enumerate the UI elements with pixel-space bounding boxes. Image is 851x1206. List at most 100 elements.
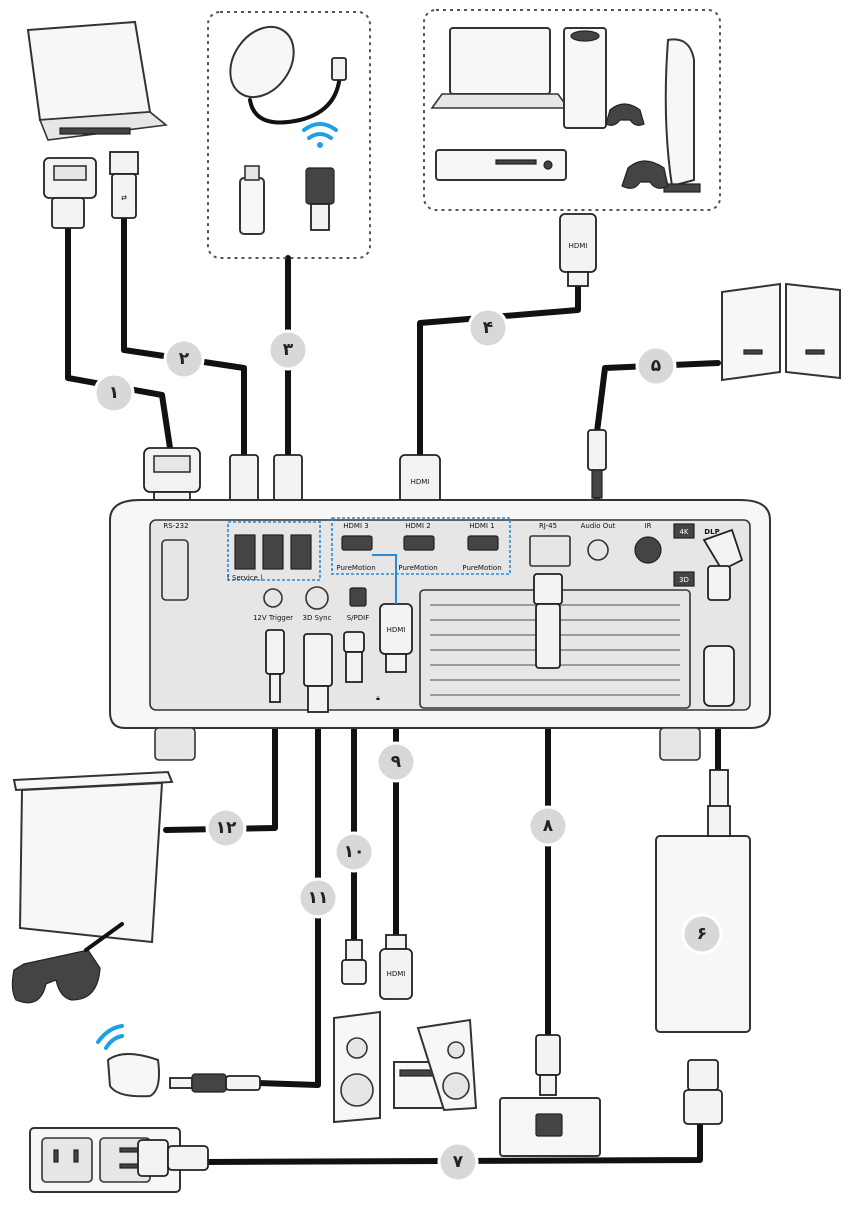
cable-ac-power [202,1122,703,1165]
callout-4-text: ۴ [483,318,493,338]
3d-emitter-icon [106,1053,160,1098]
projector-body [109,499,771,761]
badge-3d-text: 3D [679,576,689,584]
cable-rs232 [65,225,173,451]
badge-4k-text: 4K [679,528,688,536]
rs232-plug-icon [43,157,97,229]
port-label-hdmi3: HDMI 3 [343,522,368,530]
network-wall-outlet-icon [499,1097,601,1157]
usb-port-1 [234,534,256,570]
power-plug-projector-icon [702,528,744,819]
callout-2: ٢ [163,338,205,380]
cable-hdmi-sources [417,281,581,458]
hdmi1-port [467,535,499,551]
speakers-icon [721,282,841,382]
peripherals-box [207,11,371,259]
callout-7-text: ٧ [453,1152,464,1172]
trigger-plug-icon [265,629,285,703]
port-label-trigger: 12V Trigger [253,614,293,622]
laptop-source-icon [430,27,570,109]
hdmi-plug-bottom-mark: HDMI [387,970,406,978]
callout-11-text: ١١ [308,888,329,908]
cable-usb-laptop [121,215,247,458]
port-label-hdmi1: HDMI 1 [469,522,494,530]
rs232-port [161,539,189,601]
game-console-tower-icon [563,27,607,129]
mouse-icon [229,25,347,125]
callout-10: ١٠ [333,831,375,873]
callout-5-text: ۵ [651,356,661,376]
hdmi-plug-mid-mark: HDMI [387,626,406,634]
spdif-plug-icon [343,631,365,683]
callout-4: ۴ [467,307,509,349]
callout-8-text: ٨ [543,816,554,836]
callout-1-text: ١ [109,383,119,403]
callout-1: ١ [93,372,135,414]
hdmi-plug-bottom-icon: HDMI [379,934,413,1000]
callout-12-text: ١٢ [216,818,237,838]
trigger-port [263,588,283,608]
callout-3: ٣ [267,329,309,371]
port-label-hdmi2: HDMI 2 [405,522,430,530]
pure-motion-label-2: PureMotion [398,564,437,572]
audio-system-icon [333,1010,478,1124]
port-label-usb-service: ( Service ) [227,574,263,582]
hdmi-plug-mid-icon: HDMI [372,554,413,673]
usb-port-2 [262,534,284,570]
rj45-plug-bottom-icon [535,1034,561,1096]
spdif-port [349,587,367,607]
sources-box [423,9,721,211]
power-adapter-dc-plug-icon [707,805,731,837]
pure-motion-label-1: PureMotion [462,564,501,572]
playstation-console-icon [663,38,701,193]
projection-screen-icon [12,770,174,944]
usb-port-3 [290,534,312,570]
ac-plug-icon [683,1059,723,1125]
gamepad-2-icon [621,160,669,189]
spdif-plug-bottom-icon [341,939,367,985]
usb-flash-drive-icon [239,165,265,235]
wall-power-plug-icon [119,1139,209,1177]
cable-audio-out [594,360,721,435]
port-label-audio-out: Audio Out [581,522,616,530]
blu-ray-player-icon [435,149,567,181]
port-panel: RS-232 ( Service ) HDMI 3 HDMI 2 HDMI 1 … [161,517,720,702]
svg-text:⇄: ⇄ [121,194,127,202]
callout-7: ٧ [437,1141,479,1183]
badge-4k [673,523,695,539]
callout-8: ٨ [527,805,569,847]
callout-3-text: ٣ [283,340,294,360]
3d-emitter-wifi-icon [96,1024,124,1050]
callout-6: ۶ [681,913,723,955]
callout-9: ٩ [375,741,417,783]
callout-12: ١٢ [205,807,247,849]
port-label-rs232: RS-232 [163,522,188,530]
port-label-spdif: S/PDIF [347,614,370,622]
lock-icon: 🔒︎ [376,694,380,702]
cable-12v-trigger [163,699,278,833]
gamepad-icon [605,103,645,126]
usb-plug-icon: ⇄ [109,151,139,219]
hdmi-plug-top-mark: HDMI [569,242,588,250]
port-label-rj45: RJ-45 [539,522,557,530]
3d-glasses-icon [11,922,124,1004]
ir-sensor [634,536,662,564]
callout-6-text: ۶ [697,924,707,944]
badge-dlp-text: DLP [704,528,719,536]
hdmi3-port [341,535,373,551]
badge-3d [673,571,695,587]
callout-9-text: ٩ [391,752,402,772]
sync-3d-plug-icon [303,633,333,713]
callout-10-text: ١٠ [344,842,365,862]
port-label-3d-sync: 3D Sync [303,614,332,622]
rj45-port [529,535,571,567]
hdmi-ports-group [331,517,511,575]
sync-3d-port [305,586,329,610]
audio-out-port [587,539,609,561]
cable-3d-sync [255,709,321,1088]
port-label-ir: IR [645,522,652,530]
hdmi-plug-top-icon: HDMI [559,213,597,287]
wifi-dongle-icon [302,122,338,231]
usb-ports-group [227,521,321,581]
